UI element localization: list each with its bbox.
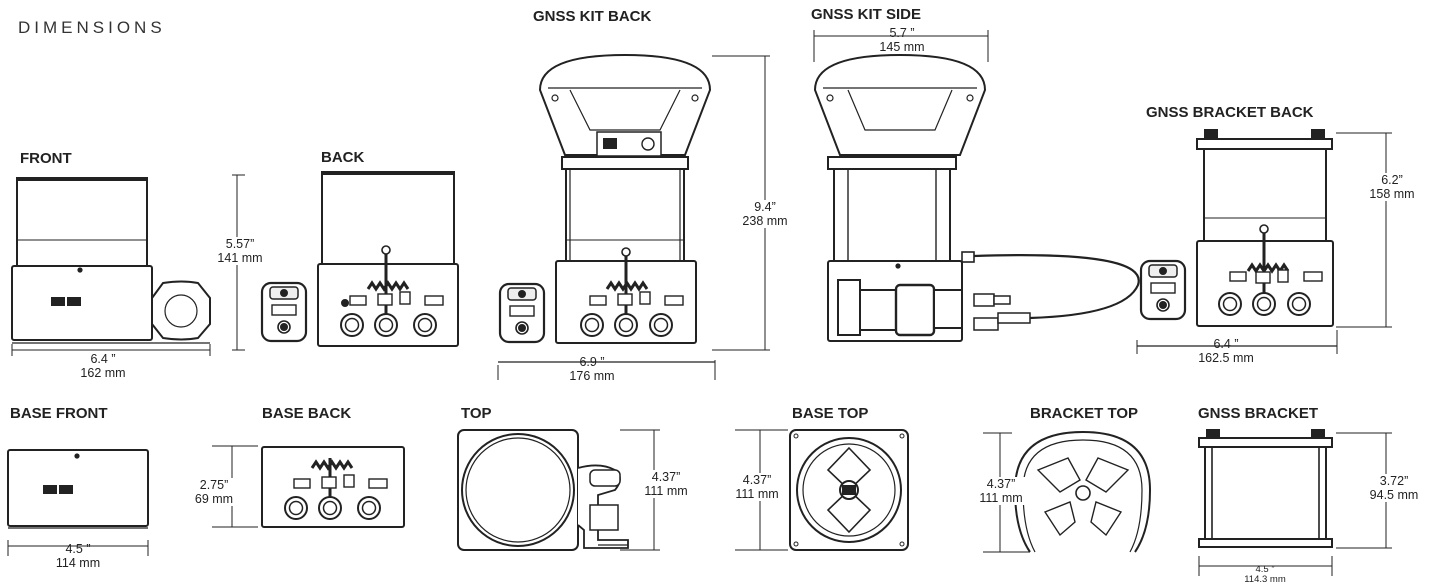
gnss-kit-back-title: GNSS KIT BACK	[533, 8, 652, 25]
gnss-bracket-height-label: 3.72”94.5 mm	[1364, 474, 1424, 502]
top-title: TOP	[461, 405, 492, 422]
gnss-bracket-title: GNSS BRACKET	[1198, 405, 1319, 422]
gnss-bracket-back-title: GNSS BRACKET BACK	[1146, 104, 1314, 121]
gnss-bracket-back-drawing	[1136, 129, 1392, 354]
gnss-kit-side-drawing	[813, 30, 1140, 342]
bracket-top-height-label: 4.37”111 mm	[972, 477, 1030, 505]
back-height-label: 5.57”141 mm	[211, 237, 269, 265]
gnss-kit-back-width-label: 6.9 ”176 mm	[569, 355, 615, 383]
gnss-bracket-back-height-label: 6.2”158 mm	[1362, 173, 1422, 201]
gnss-kit-side-width-label: 5.7 ”145 mm	[879, 26, 925, 54]
base-top-height-label: 4.37”111 mm	[728, 473, 786, 501]
base-back-drawing	[212, 445, 405, 528]
top-drawing	[457, 429, 660, 551]
base-back-title: BASE BACK	[262, 405, 352, 422]
base-front-drawing	[7, 449, 149, 556]
base-top-drawing	[735, 429, 909, 551]
gnss-kit-back-height-label: 9.4”238 mm	[732, 200, 798, 228]
gnss-bracket-back-width-label: 6.4 ”162.5 mm	[1198, 337, 1254, 365]
front-width-label: 6.4 ”162 mm	[80, 352, 126, 380]
front-drawing	[11, 177, 211, 356]
front-title: FRONT	[20, 150, 72, 167]
base-front-width-label: 4.5 ”114 mm	[55, 542, 101, 570]
page-title: DIMENSIONS	[18, 18, 166, 37]
gnss-bracket-width-label: 4.5 ”114.3 mm	[1244, 564, 1286, 585]
base-back-height-label: 2.75”69 mm	[186, 478, 242, 506]
gnss-kit-side-title: GNSS KIT SIDE	[811, 6, 922, 23]
gnss-kit-back-drawing	[497, 53, 770, 380]
base-front-title: BASE FRONT	[10, 405, 108, 422]
bracket-top-drawing	[983, 430, 1152, 553]
bracket-top-title: BRACKET TOP	[1030, 405, 1139, 422]
gnss-bracket-drawing	[1198, 429, 1392, 576]
back-title: BACK	[321, 149, 365, 166]
back-drawing	[232, 171, 459, 351]
top-height-label: 4.37”111 mm	[636, 470, 696, 498]
base-top-title: BASE TOP	[792, 405, 869, 422]
